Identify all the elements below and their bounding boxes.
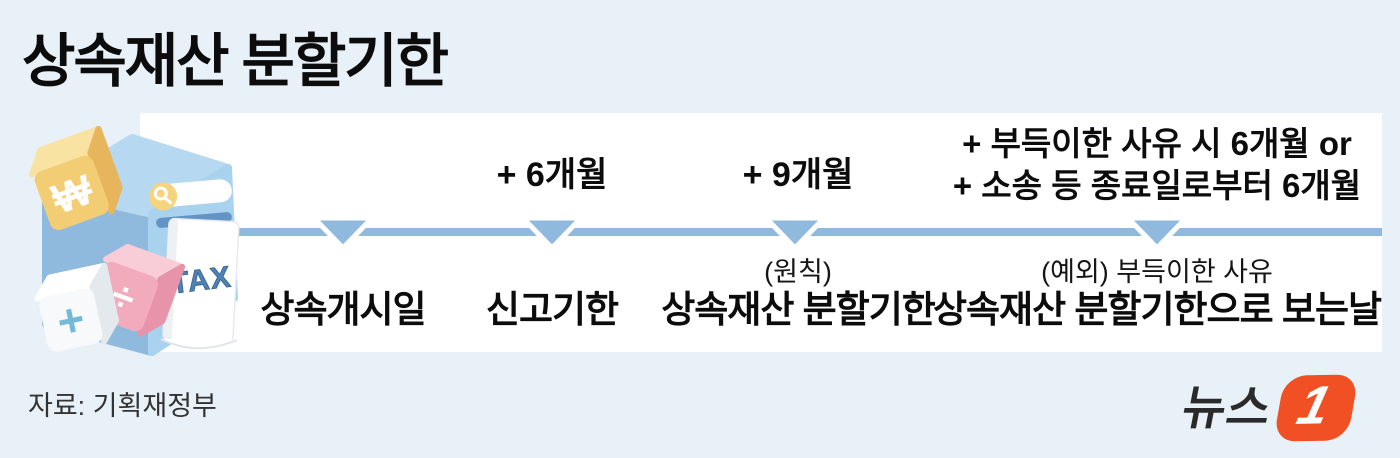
arrow-down-icon: [310, 215, 376, 252]
point-label-division-deadline: 상속재산 분할기한: [661, 289, 936, 330]
point-label-deemed-division-date: 상속재산 분할기한으로 보는날: [932, 289, 1382, 330]
sublabel-exception: (예외) 부득이한 사유: [1041, 257, 1273, 287]
duration-exception-line2: + 소송 등 종료일로부터 6개월: [952, 167, 1362, 204]
duration-label-9months: + 9개월: [742, 156, 854, 194]
duration-label-6months: + 6개월: [496, 156, 608, 194]
duration-label-exception: + 부득이한 사유 시 6개월 or + 소송 등 종료일로부터 6개월: [953, 123, 1361, 207]
page-title: 상속재산 분할기한: [22, 29, 449, 94]
plus-cube-icon: +: [34, 262, 119, 352]
news1-logo: 뉴스 1: [1178, 370, 1360, 446]
duration-exception-line1: + 부득이한 사유 시 6개월 or: [962, 125, 1352, 162]
arrow-down-icon: [519, 215, 585, 252]
search-slot: [149, 179, 232, 211]
sublabel-principle: (원칙): [764, 257, 832, 287]
point-label-inheritance-start: 상속개시일: [260, 289, 426, 330]
arrow-down-icon: [762, 215, 828, 252]
news1-logo-badge: 1: [1273, 374, 1360, 442]
news1-logo-one: 1: [1292, 375, 1337, 436]
news1-logo-text: 뉴스: [1177, 381, 1277, 434]
point-label-report-deadline: 신고기한: [485, 289, 619, 330]
won-cube-icon: ₩: [29, 125, 123, 231]
arrow-down-icon: [1124, 215, 1190, 252]
tax-machine-illustration: TAX ₩ ÷ +: [29, 125, 240, 356]
source-credit: 자료: 기획재정부: [28, 391, 217, 421]
